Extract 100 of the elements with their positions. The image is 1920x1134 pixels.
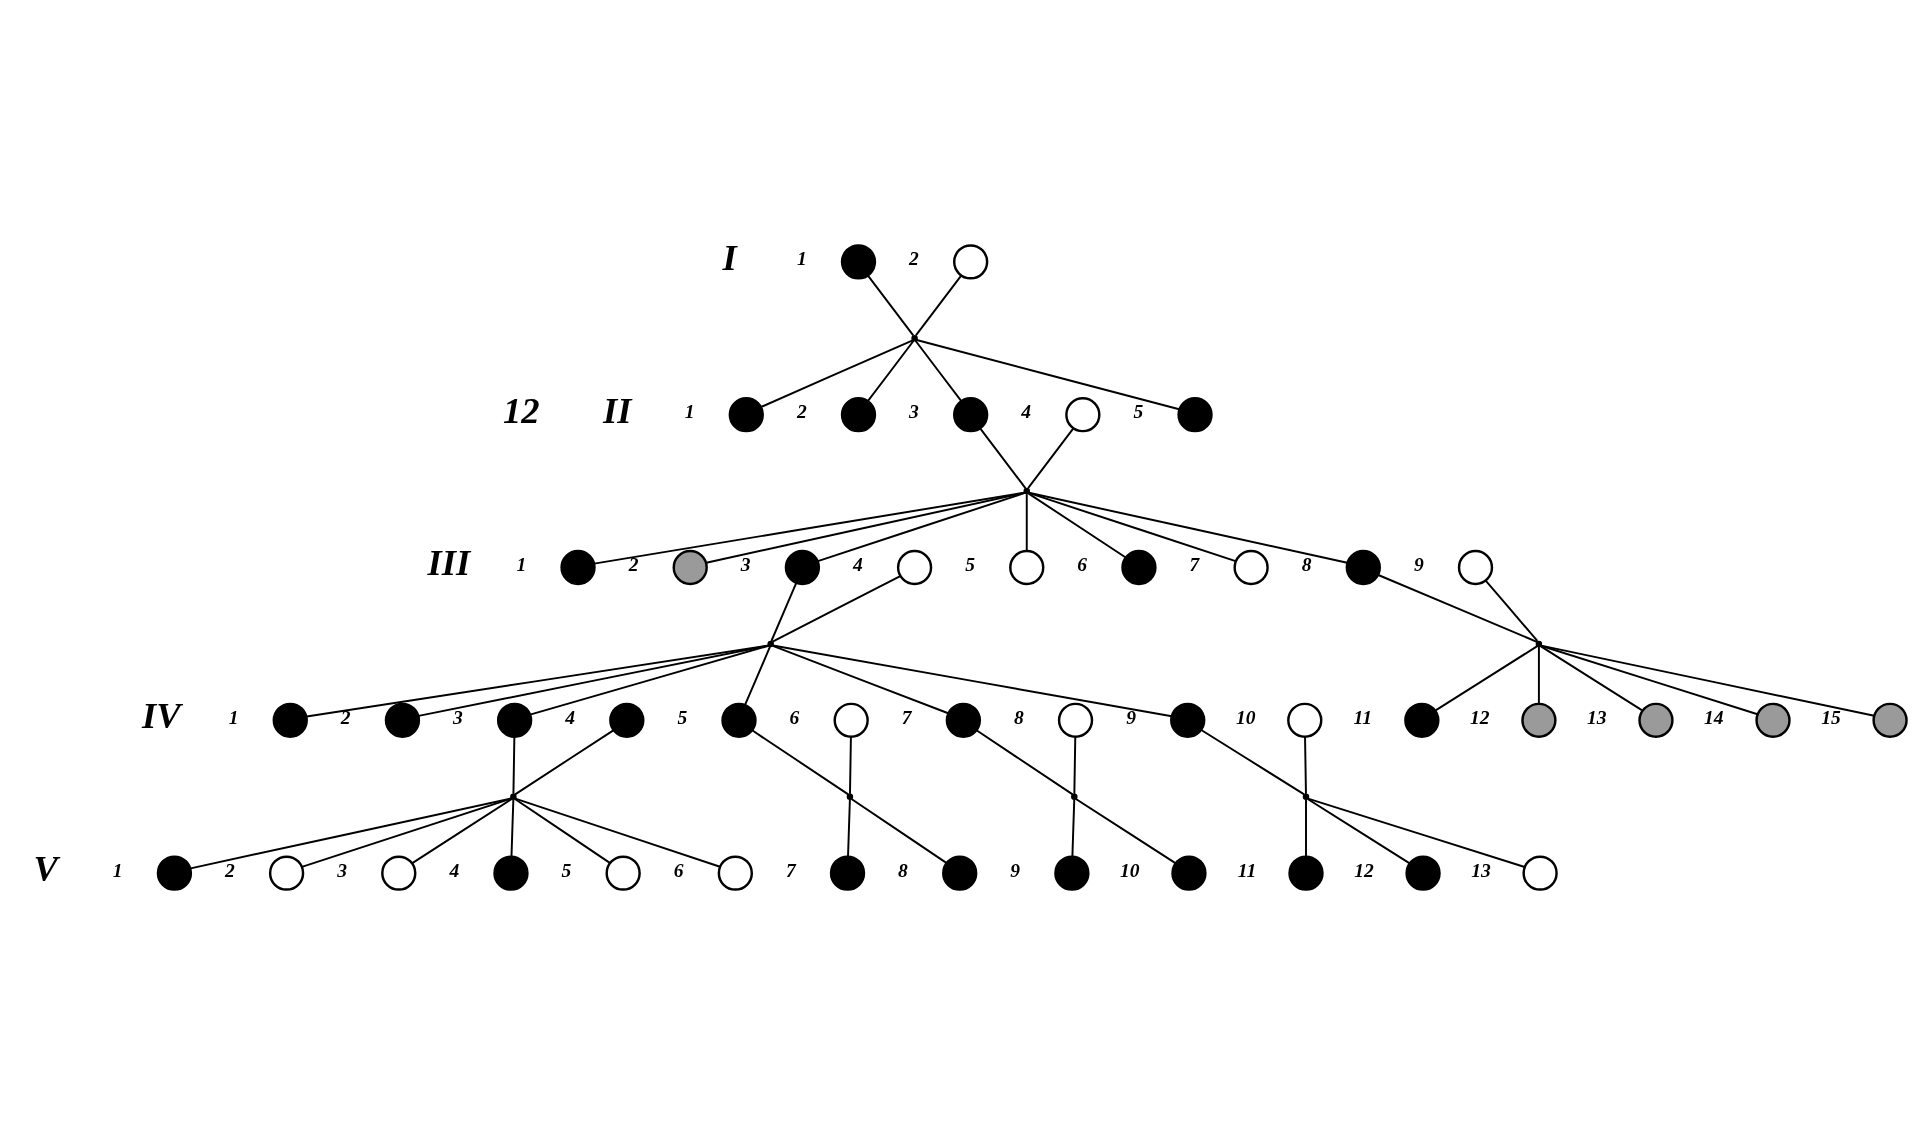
node-label: 2 [796, 400, 807, 422]
node-label: 13 [1587, 706, 1607, 728]
node-circle [1065, 396, 1101, 432]
node-point [1071, 793, 1078, 800]
node-circle [1233, 549, 1269, 585]
node-circle [833, 702, 869, 738]
node-point [1302, 793, 1310, 800]
connector [417, 644, 770, 717]
node-circle [1872, 702, 1908, 738]
connector [770, 581, 798, 642]
node-label: 5 [965, 553, 975, 575]
label: IV [142, 694, 181, 736]
connector [1305, 798, 1307, 857]
label: III [427, 541, 471, 583]
connector [850, 797, 948, 864]
node-circle [493, 854, 529, 891]
connector [849, 735, 852, 795]
node-circle [945, 702, 982, 738]
connector [514, 797, 721, 868]
node-circle [1522, 854, 1558, 891]
node-label: 3 [740, 553, 751, 575]
connector [1307, 797, 1526, 868]
node-circle [1405, 854, 1441, 891]
node-circle [1054, 854, 1090, 891]
node-label: 2 [628, 553, 639, 575]
node-circle [1170, 702, 1206, 738]
node-circle [717, 854, 753, 891]
node-label: 3 [453, 706, 463, 728]
connector [705, 491, 1026, 564]
connector [1540, 644, 1876, 717]
connector [1027, 491, 1349, 564]
node-label: 1 [228, 706, 239, 728]
connector [1027, 491, 1127, 559]
node-label: 5 [1133, 400, 1144, 422]
node-label: 4 [1021, 400, 1032, 422]
connector [1306, 797, 1411, 864]
connector [914, 274, 963, 336]
node-point [911, 334, 918, 342]
node-circle [1521, 702, 1557, 738]
node-label: 11 [1237, 859, 1257, 881]
connector [300, 797, 513, 868]
node-label: 6 [673, 859, 684, 881]
connector [744, 645, 771, 706]
node-label: 1 [516, 553, 527, 575]
node-label: 7 [1189, 553, 1200, 575]
connector [771, 644, 950, 714]
node-label: 9 [1413, 553, 1424, 575]
node-label: 12 [1470, 706, 1490, 728]
node-label: 1 [796, 247, 807, 269]
node-point [510, 793, 517, 800]
node-circle [1345, 549, 1381, 585]
connector [847, 798, 851, 857]
node-label: 6 [789, 706, 800, 728]
node-circle [609, 702, 645, 738]
connector [1073, 735, 1077, 795]
connector [1200, 728, 1306, 795]
node-point [846, 793, 854, 800]
connector [914, 339, 963, 402]
connector [1539, 644, 1759, 715]
connector [1484, 579, 1539, 642]
connector [816, 491, 1026, 562]
node-label: 13 [1471, 859, 1491, 881]
connector [512, 735, 516, 795]
node-circle [1755, 702, 1791, 738]
connector [1377, 573, 1538, 643]
node-label: 7 [785, 859, 796, 881]
label: 12 [503, 389, 540, 431]
connector [529, 644, 770, 716]
node-circle [953, 243, 989, 280]
node-circle [272, 702, 308, 738]
node-label: 10 [1120, 859, 1140, 881]
connector [1027, 491, 1237, 562]
node-label: 2 [909, 247, 919, 269]
connector [915, 338, 1181, 410]
connector [1434, 644, 1539, 712]
node-circle [840, 396, 877, 432]
node-label: 7 [901, 706, 912, 728]
node-circle [1057, 702, 1094, 738]
connector [1027, 426, 1075, 489]
node-circle [1171, 854, 1207, 891]
node-label: 15 [1821, 706, 1841, 728]
node-circle [721, 702, 757, 738]
connector [514, 728, 615, 795]
node-label: 3 [337, 859, 347, 881]
node-label: 5 [677, 706, 688, 728]
node-circle [1457, 549, 1494, 585]
node-point [1023, 487, 1030, 494]
connector [975, 728, 1074, 795]
node-circle [1009, 549, 1045, 585]
connector [866, 339, 915, 402]
connector [979, 426, 1027, 489]
node-label: 4 [565, 706, 575, 728]
node-label: 6 [1077, 553, 1088, 575]
connector [510, 798, 515, 857]
node-label: 2 [340, 706, 351, 728]
node-label: 14 [1704, 706, 1724, 728]
connector [305, 643, 770, 718]
node-label: 9 [1126, 706, 1136, 728]
node-circle [496, 702, 533, 738]
connector [1304, 735, 1307, 795]
